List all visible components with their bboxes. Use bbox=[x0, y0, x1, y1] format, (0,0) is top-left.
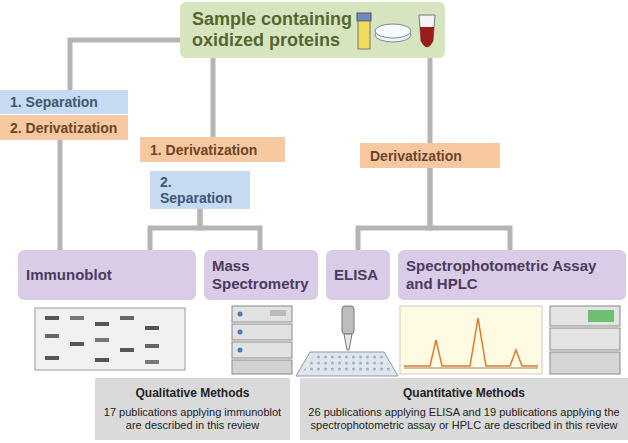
sample-icons bbox=[355, 7, 439, 55]
node-text: 2. Derivatization bbox=[10, 120, 118, 136]
step-box: 2. Separation bbox=[150, 171, 250, 209]
summary-heading: Quantitative Methods bbox=[403, 387, 525, 400]
step-box: 2. Derivatization bbox=[0, 115, 128, 140]
node-text: Sample containing oxidized proteins bbox=[192, 9, 362, 51]
summary-heading: Qualitative Methods bbox=[135, 387, 249, 400]
summary-box: Quantitative Methods 26 publications appl… bbox=[300, 378, 628, 440]
tree-connector bbox=[150, 209, 200, 250]
method-box: ELISA bbox=[326, 250, 390, 300]
node-text: Mass Spectrometry bbox=[212, 257, 310, 293]
node-text: Immunoblot bbox=[26, 266, 188, 284]
pipette-and-plate bbox=[296, 306, 398, 376]
node-text: Derivatization bbox=[370, 148, 490, 164]
mass-spectrometer bbox=[232, 306, 292, 374]
method-box: Immunoblot bbox=[18, 250, 196, 300]
step-box: Derivatization bbox=[360, 143, 500, 168]
tree-connector bbox=[200, 209, 260, 250]
step-box: 1. Separation bbox=[0, 90, 128, 114]
hplc-instrument bbox=[400, 306, 620, 374]
node-text: 26 publications applying ELISA and 19 pu… bbox=[308, 406, 620, 432]
tree-connector bbox=[70, 40, 180, 90]
summary-box: Qualitative Methods 17 publications apply… bbox=[95, 378, 290, 440]
step-box: 1. Derivatization bbox=[140, 137, 285, 162]
gel-blot bbox=[35, 308, 185, 370]
tree-connector bbox=[58, 140, 63, 250]
tree-connector bbox=[430, 168, 510, 250]
tree-connector bbox=[428, 58, 433, 143]
node-text: ELISA bbox=[334, 266, 382, 284]
tree-connector bbox=[358, 168, 430, 250]
sample-box: Sample containing oxidized proteins bbox=[180, 2, 445, 58]
node-text: 1. Derivatization bbox=[150, 142, 275, 158]
tree-connector bbox=[211, 58, 216, 137]
node-text: 1. Separation bbox=[10, 94, 118, 110]
node-text: Spectrophotometric Assay and HPLC bbox=[406, 257, 618, 293]
method-box: Spectrophotometric Assay and HPLC bbox=[398, 250, 626, 300]
method-box: Mass Spectrometry bbox=[204, 250, 318, 300]
node-text: 2. Separation bbox=[160, 174, 240, 206]
node-text: 17 publications applying immunoblot are … bbox=[103, 406, 282, 432]
